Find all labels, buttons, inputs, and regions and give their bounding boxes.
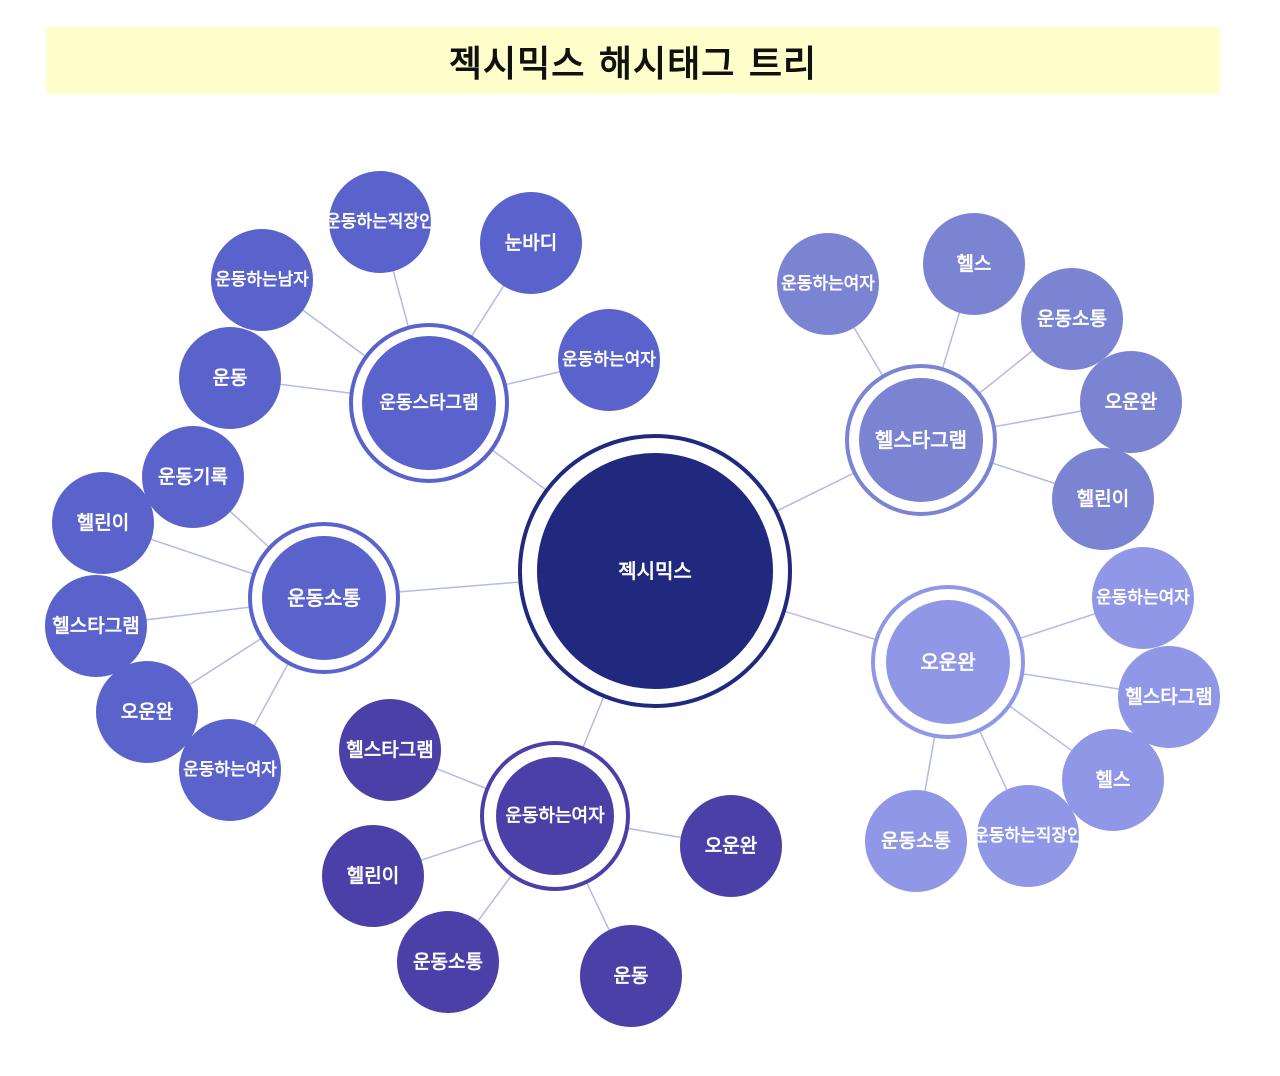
leaf-node-0-2-label: 운동하는직장인	[325, 212, 434, 232]
leaf-node-3-3-label: 운동	[614, 965, 649, 987]
leaf-node-1-3-circle	[1080, 351, 1182, 453]
leaf-node-2-2[interactable]: 헬스	[1062, 729, 1164, 831]
leaf-node-0-3-label: 눈바디	[505, 232, 557, 254]
title-bar: 젝시믹스 해시태그 트리	[46, 27, 1220, 94]
leaf-node-4-0-label: 운동기록	[158, 466, 228, 488]
group-node-0-label: 운동스타그램	[379, 393, 478, 414]
leaf-node-1-1[interactable]: 헬스	[923, 213, 1025, 315]
leaf-node-3-1-circle	[322, 825, 424, 927]
leaf-node-4-0-circle	[142, 426, 244, 528]
leaf-node-3-4-label: 오운완	[705, 835, 758, 857]
leaf-node-3-2-circle	[397, 911, 499, 1013]
leaf-node-4-4-circle	[179, 719, 281, 821]
leaf-node-4-3-label: 오운완	[121, 701, 174, 723]
leaf-node-2-2-circle	[1062, 729, 1164, 831]
leaf-node-3-3-circle	[580, 925, 682, 1027]
leaf-node-2-2-label: 헬스	[1096, 769, 1131, 791]
leaf-node-3-0[interactable]: 헬스타그램	[339, 699, 441, 801]
group-node-4-label: 운동소통	[287, 586, 361, 610]
leaf-node-4-1-label: 헬린이	[77, 512, 129, 534]
leaf-node-1-3[interactable]: 오운완	[1080, 351, 1182, 453]
leaf-node-3-4[interactable]: 오운완	[680, 795, 782, 897]
leaf-node-1-0[interactable]: 운동하는여자	[777, 233, 879, 335]
group-node-2-label: 오운완	[920, 650, 976, 674]
group-node-1[interactable]: 헬스타그램	[845, 364, 997, 516]
root-node-circle	[537, 453, 773, 689]
nodes-layer: 젝시믹스운동스타그램운동운동하는남자운동하는직장인눈바디운동하는여자헬스타그램운…	[45, 171, 1220, 1027]
leaf-node-0-0-label: 운동	[213, 367, 248, 389]
leaf-node-0-3[interactable]: 눈바디	[480, 192, 582, 294]
leaf-node-2-4-label: 운동소통	[881, 830, 951, 852]
leaf-node-4-0[interactable]: 운동기록	[142, 426, 244, 528]
leaf-node-4-1[interactable]: 헬린이	[52, 472, 154, 574]
group-node-2[interactable]: 오운완	[871, 585, 1025, 739]
leaf-node-0-4-circle	[558, 309, 660, 411]
leaf-node-0-4-label: 운동하는여자	[562, 350, 656, 370]
leaf-node-1-1-circle	[923, 213, 1025, 315]
leaf-node-3-2[interactable]: 운동소통	[397, 911, 499, 1013]
leaf-node-4-2-label: 헬스타그램	[52, 615, 139, 637]
leaf-node-2-4-circle	[865, 790, 967, 892]
leaf-node-1-3-label: 오운완	[1105, 391, 1158, 413]
page-title: 젝시믹스 해시태그 트리	[448, 43, 818, 85]
leaf-node-0-1[interactable]: 운동하는남자	[211, 229, 313, 331]
leaf-node-2-3-circle	[977, 785, 1079, 887]
group-node-4-circle	[262, 536, 386, 660]
leaf-node-0-2[interactable]: 운동하는직장인	[325, 171, 435, 273]
leaf-node-4-4-label: 운동하는여자	[183, 760, 277, 780]
leaf-node-3-2-label: 운동소통	[413, 951, 483, 973]
leaf-node-1-4-circle	[1052, 448, 1154, 550]
group-node-0-circle	[362, 336, 496, 470]
leaf-node-0-4[interactable]: 운동하는여자	[558, 309, 660, 411]
leaf-node-4-4[interactable]: 운동하는여자	[179, 719, 281, 821]
leaf-node-2-0-label: 운동하는여자	[1096, 588, 1190, 608]
leaf-node-0-0-circle	[179, 327, 281, 429]
leaf-node-3-1[interactable]: 헬린이	[322, 825, 424, 927]
leaf-node-3-0-label: 헬스타그램	[346, 739, 433, 761]
leaf-node-4-2[interactable]: 헬스타그램	[45, 575, 147, 677]
leaf-node-1-4[interactable]: 헬린이	[1052, 448, 1154, 550]
leaf-node-4-3[interactable]: 오운완	[96, 661, 198, 763]
leaf-node-4-2-circle	[45, 575, 147, 677]
leaf-node-4-1-circle	[52, 472, 154, 574]
group-node-3-circle	[496, 757, 614, 875]
leaf-node-3-3[interactable]: 운동	[580, 925, 682, 1027]
leaf-node-1-0-label: 운동하는여자	[781, 274, 875, 294]
leaf-node-1-0-circle	[777, 233, 879, 335]
leaf-node-1-2-circle	[1021, 268, 1123, 370]
leaf-node-2-4[interactable]: 운동소통	[865, 790, 967, 892]
group-node-1-circle	[859, 378, 983, 502]
group-node-2-circle	[886, 600, 1010, 724]
leaf-node-2-0-circle	[1092, 547, 1194, 649]
group-node-3[interactable]: 운동하는여자	[480, 741, 630, 891]
leaf-node-2-1[interactable]: 헬스타그램	[1118, 646, 1220, 748]
leaf-node-3-0-circle	[339, 699, 441, 801]
leaf-node-0-3-circle	[480, 192, 582, 294]
leaf-node-2-3-label: 운동하는직장인	[973, 826, 1082, 846]
leaf-node-1-1-label: 헬스	[957, 253, 992, 275]
leaf-node-4-3-circle	[96, 661, 198, 763]
leaf-node-3-4-circle	[680, 795, 782, 897]
group-node-0[interactable]: 운동스타그램	[349, 323, 509, 483]
root-node[interactable]: 젝시믹스	[518, 434, 792, 708]
leaf-node-2-1-circle	[1118, 646, 1220, 748]
leaf-node-0-1-label: 운동하는남자	[215, 270, 309, 290]
leaf-node-2-0[interactable]: 운동하는여자	[1092, 547, 1194, 649]
leaf-node-1-4-label: 헬린이	[1077, 488, 1129, 510]
root-node-label: 젝시믹스	[618, 559, 692, 583]
group-node-1-label: 헬스타그램	[875, 428, 967, 452]
group-node-3-label: 운동하는여자	[505, 806, 605, 827]
leaf-node-0-0[interactable]: 운동	[179, 327, 281, 429]
leaf-node-0-2-circle	[329, 171, 431, 273]
leaf-node-1-2[interactable]: 운동소통	[1021, 268, 1123, 370]
group-node-4[interactable]: 운동소통	[248, 522, 400, 674]
leaf-node-2-3[interactable]: 운동하는직장인	[973, 785, 1083, 887]
leaf-node-1-2-label: 운동소통	[1037, 308, 1107, 330]
leaf-node-3-1-label: 헬린이	[347, 865, 399, 887]
leaf-node-2-1-label: 헬스타그램	[1125, 686, 1212, 708]
leaf-node-0-1-circle	[211, 229, 313, 331]
